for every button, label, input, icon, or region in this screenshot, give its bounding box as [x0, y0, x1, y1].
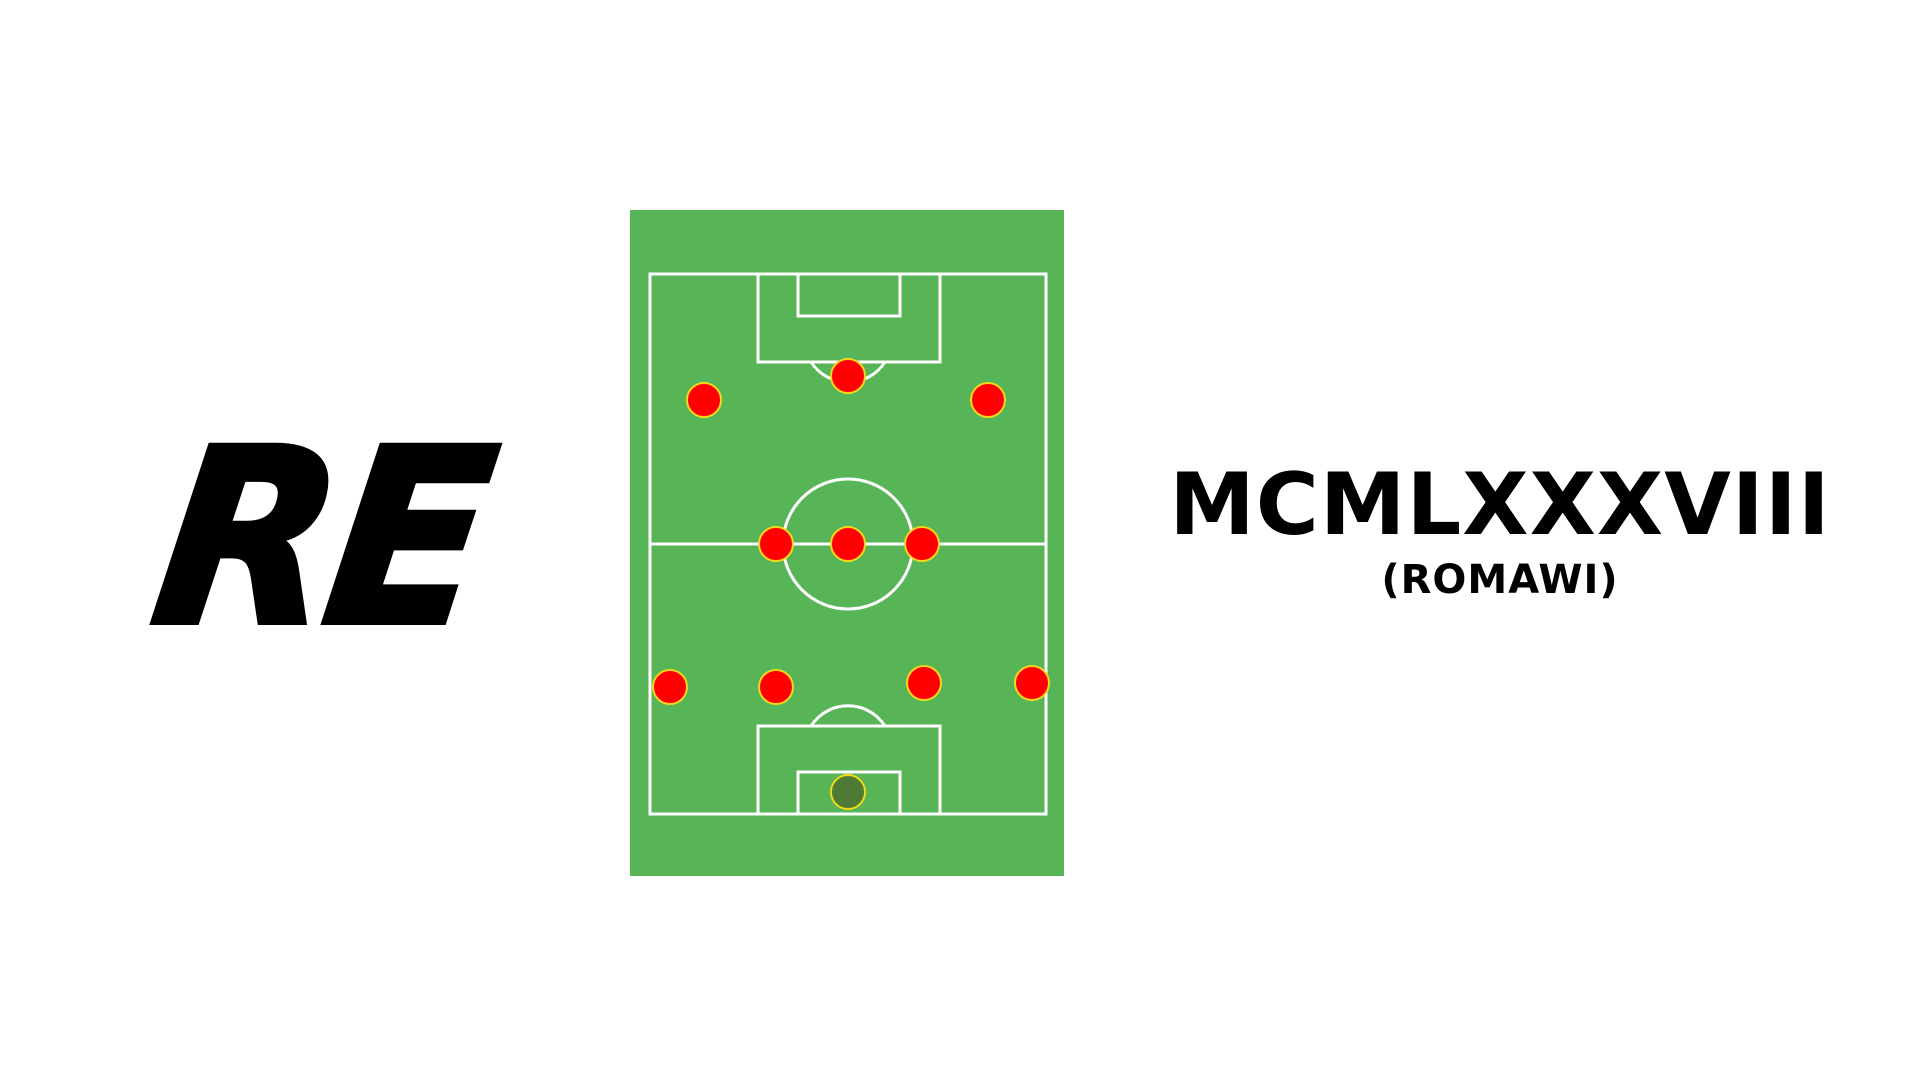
pitch-markings — [648, 272, 1048, 816]
player-midfielder-left — [758, 526, 794, 562]
pitch-diagram — [630, 210, 1064, 876]
player-midfielder-right — [904, 526, 940, 562]
re-text: RE — [137, 396, 505, 682]
player-forward-center — [830, 358, 866, 394]
bottom-goal-box — [796, 770, 902, 816]
player-defender-right-back — [1014, 665, 1050, 701]
re-logo-text: RE — [137, 396, 505, 682]
bottom-penalty-arc — [809, 704, 887, 727]
roman-numeral-block: MCMLXXXVIII (ROMAWI) — [1150, 455, 1850, 605]
player-midfielder-center — [830, 526, 866, 562]
player-defender-center-left — [758, 669, 794, 705]
player-defender-left-back — [652, 669, 688, 705]
roman-numeral: MCMLXXXVIII — [1169, 455, 1831, 555]
football-pitch — [630, 210, 1064, 876]
player-forward-right — [970, 382, 1006, 418]
players-layer — [652, 358, 1050, 810]
top-goal-box — [796, 272, 902, 318]
player-defender-center-right — [906, 665, 942, 701]
player-forward-left — [686, 382, 722, 418]
roman-caption: (ROMAWI) — [1381, 557, 1619, 603]
player-keeper — [830, 774, 866, 810]
